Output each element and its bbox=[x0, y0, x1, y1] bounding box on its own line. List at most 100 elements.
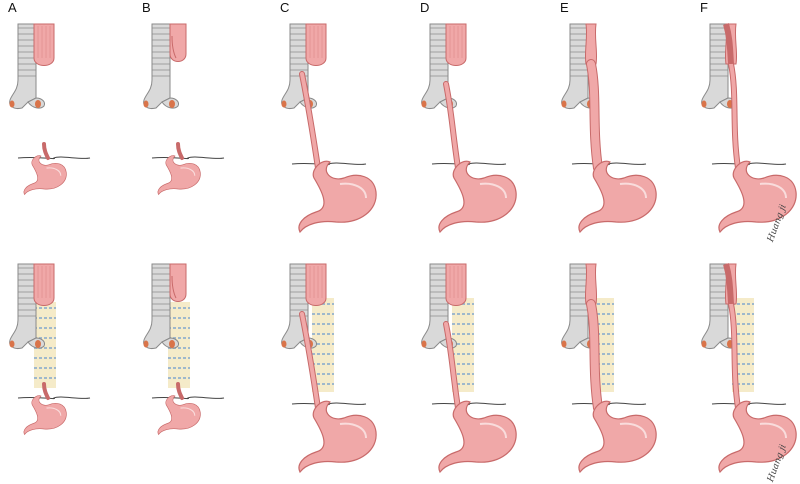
stomach bbox=[157, 395, 201, 436]
bronchus-opening bbox=[35, 100, 41, 108]
stomach-body bbox=[23, 155, 67, 196]
stomach-highlight bbox=[619, 182, 647, 199]
trachea-body bbox=[421, 23, 449, 109]
bronchus-opening bbox=[421, 340, 427, 348]
trachea-body bbox=[9, 23, 37, 109]
stomach-body bbox=[157, 395, 201, 436]
trachea bbox=[421, 23, 457, 109]
stent bbox=[34, 302, 56, 388]
stent-body bbox=[168, 302, 190, 388]
upper-esophagus bbox=[584, 263, 598, 305]
distal-esophagus-stump bbox=[42, 382, 50, 400]
trachea-body bbox=[143, 23, 171, 109]
stomach-highlight bbox=[180, 167, 196, 176]
bronchus-opening bbox=[561, 340, 567, 348]
bronchus-opening bbox=[421, 100, 427, 108]
stomach-body bbox=[578, 160, 657, 234]
trachea-body bbox=[421, 263, 449, 349]
panel-label-A: A bbox=[8, 0, 17, 15]
panel-C-bottom bbox=[281, 263, 377, 474]
diaphragm-line bbox=[17, 156, 91, 160]
bronchus-opening bbox=[281, 100, 287, 108]
trachea-body bbox=[281, 263, 309, 349]
stomach-highlight bbox=[759, 182, 787, 199]
distal-esophagus-stump bbox=[42, 142, 50, 160]
panel-D-top bbox=[421, 23, 517, 234]
distal-esophagus bbox=[300, 312, 320, 410]
bronchus-opening bbox=[143, 340, 149, 348]
upper-esophageal-pouch bbox=[33, 23, 55, 66]
bronchus-opening bbox=[143, 100, 149, 108]
diaphragm-line bbox=[151, 396, 225, 400]
diaphragm-line bbox=[17, 396, 91, 400]
stomach-body bbox=[578, 400, 657, 474]
trachea-body bbox=[561, 23, 589, 109]
stomach-highlight bbox=[46, 407, 62, 416]
stomach-body bbox=[298, 160, 377, 234]
stomach-body bbox=[23, 395, 67, 436]
distal-esophagus-stump bbox=[176, 142, 184, 160]
stomach bbox=[438, 160, 517, 234]
trachea-body bbox=[281, 23, 309, 109]
upper-esophageal-pouch bbox=[33, 263, 55, 306]
bronchus-opening bbox=[281, 340, 287, 348]
stricture-segment bbox=[723, 263, 734, 305]
stomach-body bbox=[298, 400, 377, 474]
stomach-highlight bbox=[339, 182, 367, 199]
upper-esophagus bbox=[584, 23, 598, 65]
trachea bbox=[143, 263, 179, 349]
stomach bbox=[438, 400, 517, 474]
stomach bbox=[578, 160, 657, 234]
pouch-fold bbox=[171, 35, 177, 59]
bronchus-opening bbox=[169, 100, 175, 108]
panel-A-top bbox=[9, 23, 91, 196]
bronchus-opening bbox=[35, 340, 41, 348]
stomach bbox=[718, 400, 797, 474]
stomach bbox=[298, 160, 377, 234]
bronchus-opening bbox=[169, 340, 175, 348]
distal-esophagus bbox=[300, 72, 320, 170]
distal-esophagus bbox=[444, 322, 460, 410]
trachea-body bbox=[9, 263, 37, 349]
panel-F-bottom bbox=[701, 263, 797, 474]
pouch-fold bbox=[171, 275, 177, 299]
diaphragm-line bbox=[151, 156, 225, 160]
distal-esophagus bbox=[587, 60, 602, 172]
upper-esophageal-pouch bbox=[305, 263, 327, 306]
panel-label-D: D bbox=[420, 0, 430, 15]
stomach-body bbox=[718, 160, 797, 234]
stomach-body bbox=[157, 155, 201, 196]
panel-C-top bbox=[281, 23, 377, 234]
stomach bbox=[23, 395, 67, 436]
stent-body bbox=[34, 302, 56, 388]
panel-label-E: E bbox=[560, 0, 569, 15]
panel-D-bottom bbox=[421, 263, 517, 474]
panel-label-B: B bbox=[142, 0, 151, 15]
bronchus-opening bbox=[701, 340, 707, 348]
stomach-highlight bbox=[619, 422, 647, 439]
stomach-highlight bbox=[759, 422, 787, 439]
stricture-segment bbox=[723, 23, 734, 65]
stomach-highlight bbox=[479, 422, 507, 439]
stomach-highlight bbox=[46, 167, 62, 176]
trachea bbox=[9, 263, 45, 349]
stomach bbox=[23, 155, 67, 196]
distal-esophagus bbox=[729, 302, 740, 410]
panel-E-top bbox=[561, 23, 657, 234]
upper-esophageal-pouch bbox=[445, 23, 467, 66]
stomach-highlight bbox=[180, 407, 196, 416]
stomach bbox=[298, 400, 377, 474]
upper-esophageal-pouch bbox=[305, 23, 327, 66]
stomach-highlight bbox=[479, 182, 507, 199]
panel-A-bottom bbox=[9, 263, 91, 436]
stomach bbox=[578, 400, 657, 474]
stomach-body bbox=[718, 400, 797, 474]
panel-F-top bbox=[701, 23, 797, 234]
trachea-body bbox=[701, 23, 729, 109]
trachea-body bbox=[701, 263, 729, 349]
distal-esophagus bbox=[587, 300, 602, 412]
trachea bbox=[9, 23, 45, 109]
panel-B-bottom bbox=[143, 263, 225, 436]
stomach bbox=[157, 155, 201, 196]
